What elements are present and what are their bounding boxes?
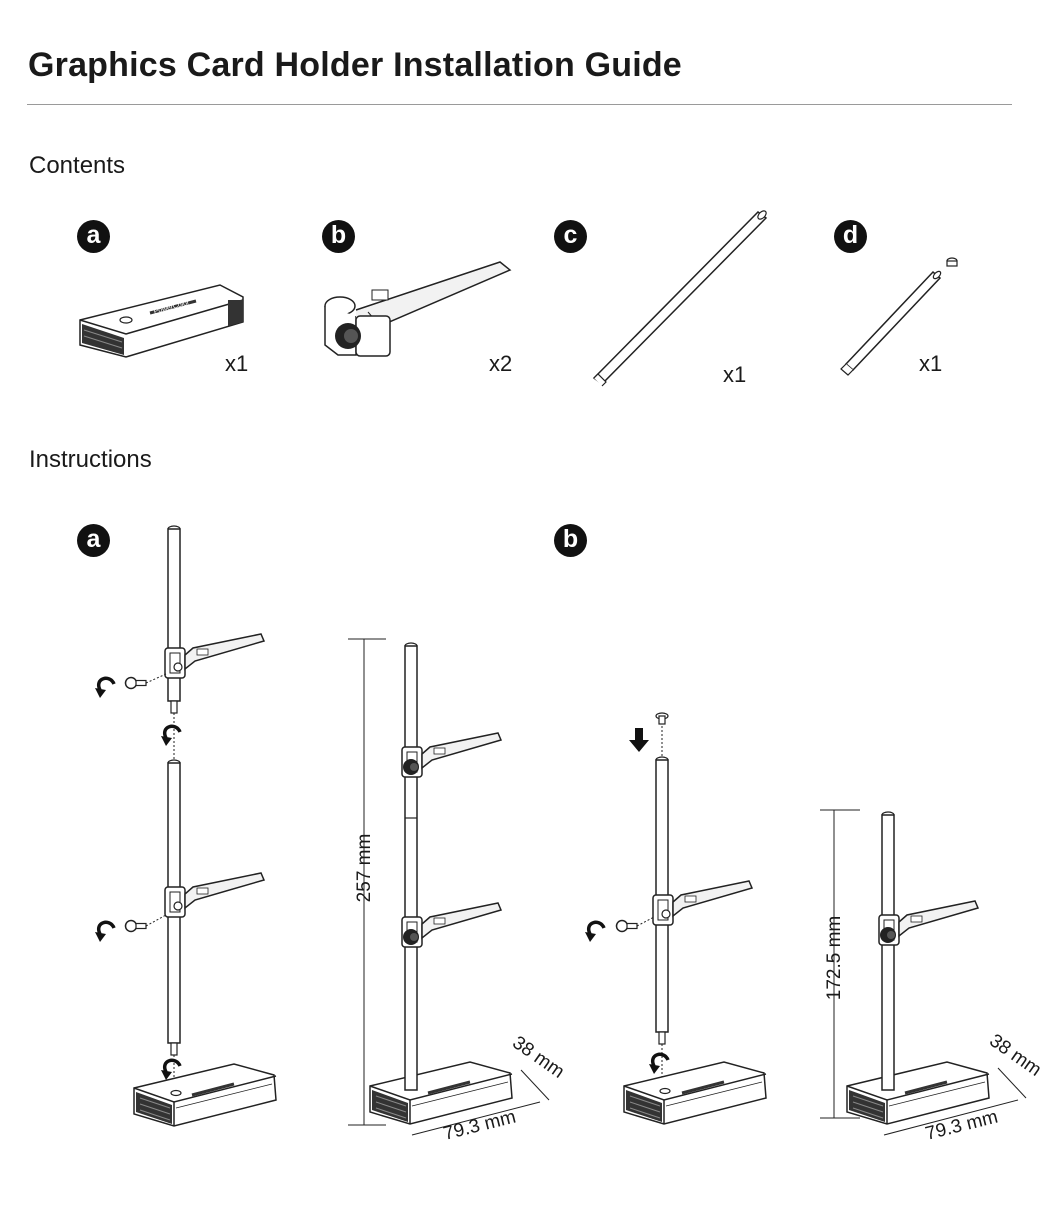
contents-badge-a: a	[77, 220, 110, 253]
down-arrow-icon	[629, 728, 649, 752]
quantity-bracket: x2	[489, 351, 513, 376]
title-divider	[27, 104, 1012, 105]
contents-badge-c: c	[554, 220, 587, 253]
contents-badge-d: d	[834, 220, 867, 253]
instructions-heading: Instructions	[29, 446, 152, 473]
height-dimension-a: 257 mm	[354, 834, 375, 903]
contents-badge-b: b	[322, 220, 355, 253]
page-title: Graphics Card Holder Installation Guide	[28, 46, 682, 84]
part-c-long-rod-illustration	[592, 210, 768, 387]
step-a-assembled-illustration: 257 mm 79.3 mm 38 mm	[348, 638, 568, 1145]
depth-dimension-b: 38 mm	[985, 1030, 1045, 1081]
step-b-exploded-illustration	[583, 712, 768, 1126]
part-d-short-rod-illustration	[840, 257, 958, 376]
contents-heading: Contents	[29, 152, 126, 179]
part-b-bracket-illustration	[324, 261, 512, 357]
quantity-long-rod: x1	[723, 362, 747, 387]
quantity-short-rod: x1	[919, 351, 943, 376]
quantity-base: x1	[225, 351, 249, 376]
step-badge-a: a	[77, 524, 110, 557]
step-b-assembled-illustration: 172.5 mm 79.3 mm 38 mm	[820, 809, 1045, 1145]
part-a-base-illustration: PowerColor	[79, 284, 244, 358]
height-dimension-b: 172.5 mm	[824, 916, 845, 1000]
depth-dimension-a: 38 mm	[508, 1032, 568, 1083]
step-badge-b: b	[554, 524, 587, 557]
step-a-exploded-illustration	[93, 525, 278, 1128]
